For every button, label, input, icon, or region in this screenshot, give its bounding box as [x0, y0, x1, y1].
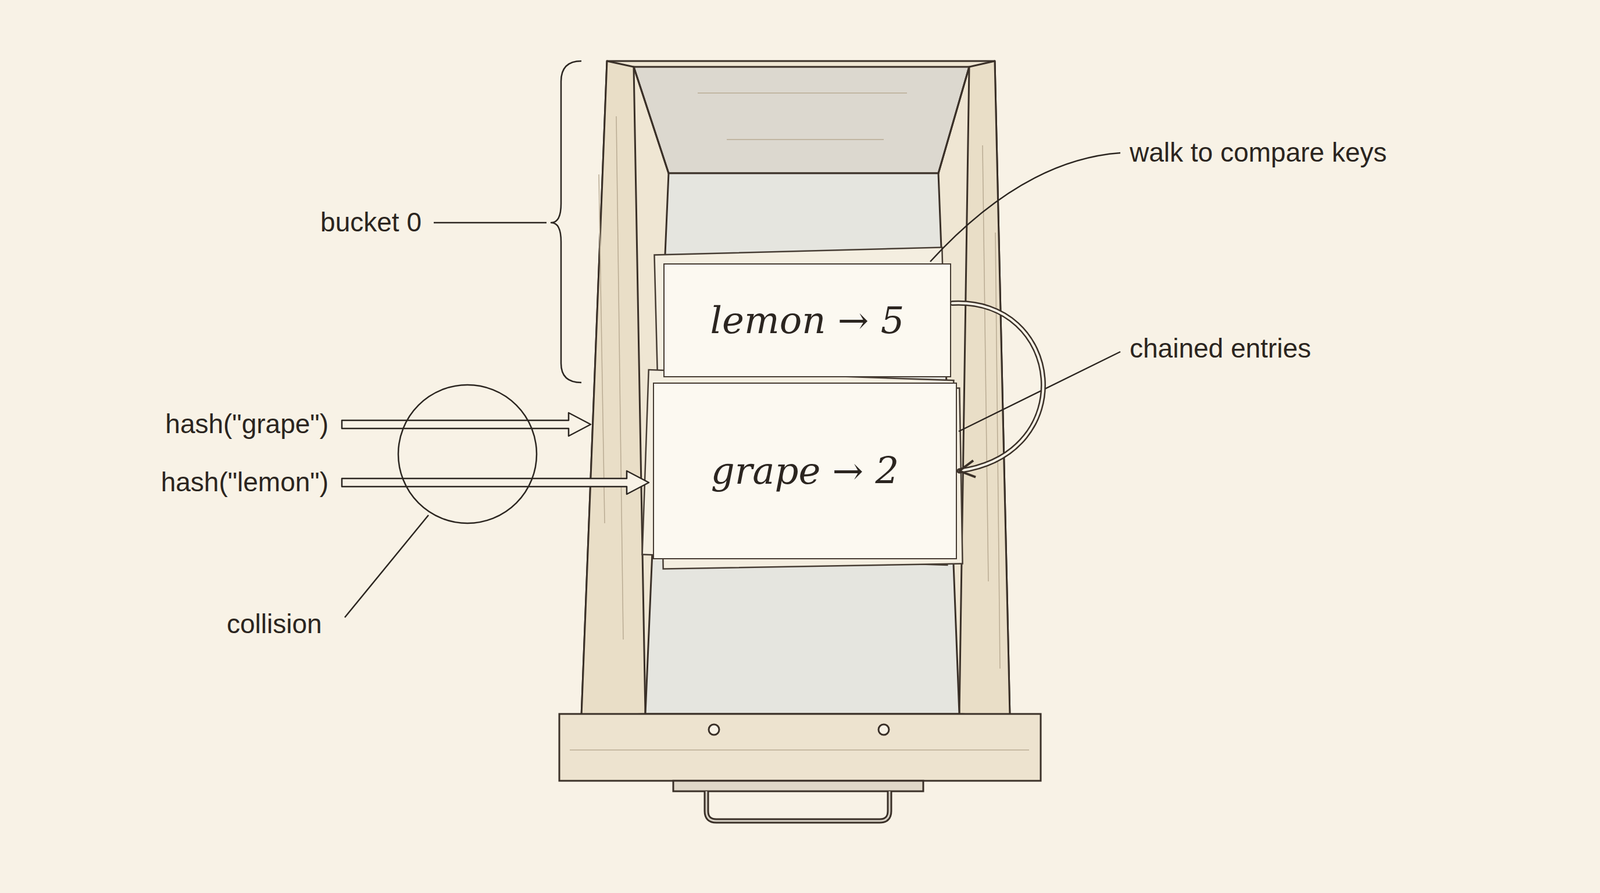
- annotation-label: bucket 0: [320, 206, 422, 239]
- entry-card: grape → 2: [652, 382, 957, 560]
- entry-card: lemon → 5: [663, 263, 952, 378]
- arrow-head: [959, 460, 976, 477]
- annotation-label: walk to compare keys: [1129, 136, 1387, 169]
- chain-arrow: [952, 302, 1044, 477]
- annotation-label: collision: [226, 608, 323, 641]
- entry-text: grape → 2: [711, 449, 900, 493]
- annotation-label: chained entries: [1129, 332, 1312, 365]
- entry-text: lemon → 5: [710, 298, 905, 342]
- annotation-label: hash("grape"): [165, 408, 329, 441]
- annotation-label: hash("lemon"): [161, 466, 329, 499]
